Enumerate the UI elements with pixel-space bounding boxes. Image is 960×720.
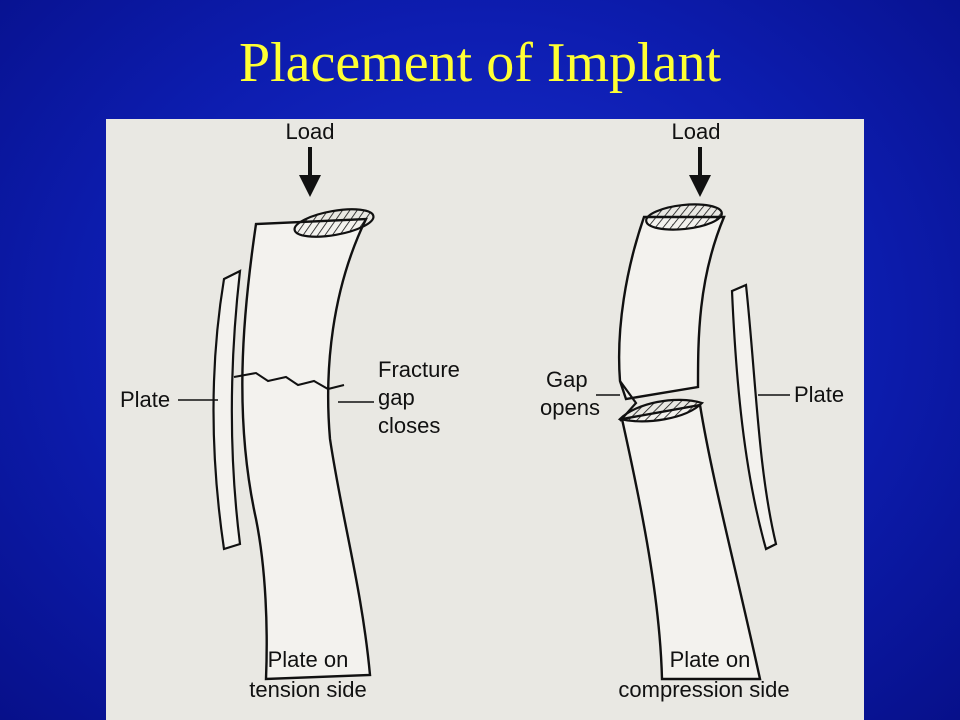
right-caption-line1: Plate on — [670, 647, 751, 672]
left-fracture-label-line1: Fracture — [378, 357, 460, 382]
right-load-arrow-head — [689, 175, 711, 197]
fracture-diagram: Load Plate Fracture gap closes Plate on … — [120, 119, 844, 702]
right-caption-line2: compression side — [618, 677, 789, 702]
slide-title: Placement of Implant — [238, 32, 722, 94]
left-fracture-label-line3: closes — [378, 413, 440, 438]
left-caption-line2: tension side — [249, 677, 366, 702]
left-fracture-line — [233, 371, 345, 391]
right-plate-label: Plate — [794, 382, 844, 407]
left-load-label: Load — [286, 119, 335, 144]
right-load-label: Load — [672, 119, 721, 144]
right-gap-wedge — [619, 380, 638, 422]
right-gap-surface — [617, 398, 705, 423]
left-bone-cut-surface — [293, 208, 375, 238]
right-bone-lower-fragment — [620, 403, 762, 681]
right-plate — [730, 283, 778, 551]
figure-panel: Load Plate Fracture gap closes Plate on … — [106, 119, 864, 720]
right-bone-upper-fragment — [617, 215, 726, 401]
right-gap-label-line2: opens — [540, 395, 600, 420]
left-plate — [212, 269, 242, 551]
right-bone-cut-surface — [645, 203, 723, 231]
left-fracture-label-line2: gap — [378, 385, 415, 410]
right-diagram: Load Gap opens Plate Plate on compressio… — [540, 119, 844, 702]
left-bone — [241, 217, 372, 681]
left-plate-label: Plate — [120, 387, 170, 412]
left-caption-line1: Plate on — [268, 647, 349, 672]
left-load-arrow-head — [299, 175, 321, 197]
right-gap-label-line1: Gap — [546, 367, 588, 392]
left-diagram: Load Plate Fracture gap closes Plate on … — [120, 119, 460, 702]
